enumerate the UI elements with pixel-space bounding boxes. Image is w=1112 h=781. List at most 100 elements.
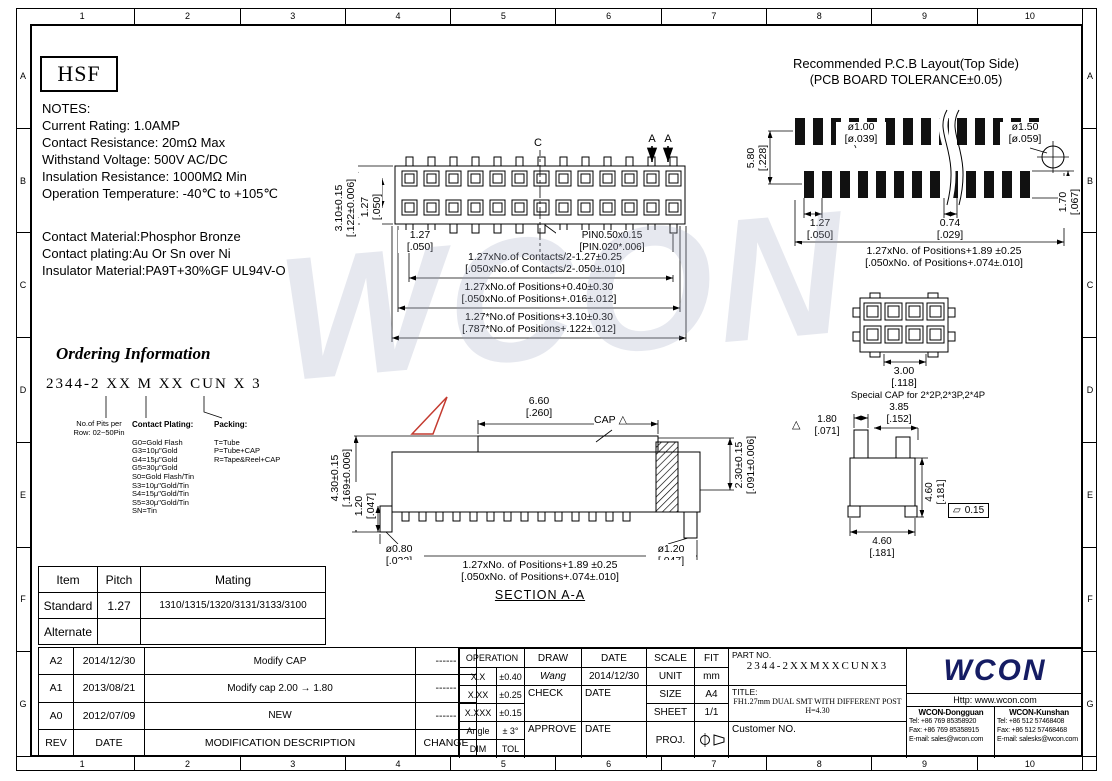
material-line: Contact Material:Phosphor Bronze: [42, 229, 241, 244]
part-no-label: PART NO.: [732, 650, 772, 660]
unit-label: UNIT: [646, 667, 694, 685]
revision-change: ------: [415, 646, 477, 676]
wcon-logo: WCON: [943, 654, 1047, 687]
draw-date: 2014/12/30: [581, 667, 646, 685]
sheet-label: SHEET: [646, 703, 694, 721]
fit-label: FIT: [694, 648, 728, 667]
tol-dim-4: Angle: [459, 721, 496, 739]
ruler-number: 4: [346, 8, 452, 24]
section-width-dim: 6.60 [.260]: [514, 395, 564, 419]
title-block: OPERATION X.X ±0.40 X.XX ±0.25 X.XXX ±0.…: [458, 647, 1083, 758]
mating-row: Alternate: [38, 618, 326, 645]
ruler-number: 1: [30, 757, 136, 771]
topview-positions-formula: 1.27xNo.of Positions+0.40±0.30 [.050xNo.…: [406, 281, 672, 305]
ruler-number: 5: [451, 8, 557, 24]
section-cap-height-dim: 2.30±0.15 [.091±0.006]: [733, 416, 758, 514]
operation-header: OPERATION: [459, 648, 524, 667]
side-view-drawing: [847, 414, 928, 536]
note-line: Withstand Voltage: 500V AC/DC: [42, 152, 228, 167]
ruler-number: 8: [767, 757, 873, 771]
revision-rev: A2: [38, 646, 74, 676]
section-title: SECTION A-A: [468, 589, 612, 602]
pcb-layout-title: Recommended P.C.B Layout(Top Side): [793, 56, 1019, 71]
material-line: Contact plating:Au Or Sn over Ni: [42, 246, 231, 261]
size-value: A4: [694, 685, 728, 703]
revision-header-rev: REV: [38, 728, 74, 758]
centerline-mark-c: C: [532, 137, 544, 150]
ruler-number: 7: [662, 8, 768, 24]
ruler-number: 2: [135, 757, 241, 771]
revision-triangle-icon: △: [618, 413, 628, 426]
office-fax: Fax: +86 512 57468468: [997, 727, 1067, 734]
sideview-width-dim: 3.85 [.152]: [876, 402, 922, 425]
office-tel: Tel: +86 512 57468408: [997, 718, 1065, 725]
revision-change: ------: [415, 701, 477, 730]
packing-option: T=Tube: [214, 437, 240, 447]
note-line: Current Rating: 1.0AMP: [42, 118, 181, 133]
plating-option: G0=Gold Flash: [132, 437, 183, 447]
packing-option: P=Tube+CAP: [214, 446, 260, 456]
tol-val-3: ±0.15: [496, 703, 524, 721]
revision-description: Modify cap 2.00 → 1.80: [144, 674, 416, 703]
ruler-number: 4: [346, 757, 452, 771]
mating-header-pitch: Pitch: [97, 566, 141, 593]
revision-header-desc: MODIFICATION DESCRIPTION: [144, 728, 416, 758]
projection-symbol-icon: [699, 733, 724, 747]
ruler-letter: A: [1083, 24, 1097, 129]
mating-pitch: [97, 618, 141, 645]
office-email: E-mail: salesks@wcon.com: [997, 736, 1078, 743]
hsf-logo: HSF: [40, 56, 118, 92]
ordering-pins-note: No.of Pits per Row: 02~50Pin: [73, 419, 125, 437]
topview-pitch-dim: 1.27 [.050]: [398, 229, 442, 253]
topview-contacts-formula: 1.27xNo.of Contacts/2-1.27±0.25 [.050xNo…: [414, 251, 676, 275]
date-label: DATE: [581, 648, 646, 667]
note-line: Contact Resistance: 20mΩ Max: [42, 135, 226, 150]
office-block: WCON-Kunshan Tel: +86 512 57468408 Fax: …: [994, 707, 1083, 758]
note-line: Operation Temperature: -40℃ to +105℃: [42, 186, 279, 201]
pcb-row-span-dim: 5.80 [.228]: [745, 130, 769, 186]
ruler-number: 3: [241, 8, 346, 24]
revision-row: A0 2012/07/09 NEW ------: [38, 701, 477, 730]
office-tel: Tel: +86 769 85358920: [909, 718, 977, 725]
ordering-part-code: 2344-2 XX M XX CUN X 3: [46, 376, 262, 392]
topview-height-dim: 3.10±0.15 [.122±0.006]: [333, 158, 358, 258]
pcb-height-dim: 1.70 [.067]: [1057, 176, 1081, 228]
section-height-dim: 4.30±0.15 [.169±0.006]: [329, 428, 354, 528]
mating-header-mating: Mating: [140, 566, 326, 593]
red-revision-mark: [410, 396, 448, 435]
mating-partners: 1310/1315/1320/3131/3133/3100: [140, 592, 326, 619]
sheet-value: 1/1: [694, 703, 728, 721]
flatness-value: 0.15: [964, 505, 985, 516]
ruler-letter: F: [1083, 548, 1097, 653]
office-fax: Fax: +86 769 85358915: [909, 727, 979, 734]
plating-option: S4=15μ"Gold/Tin: [132, 489, 189, 499]
ruler-letter: E: [1083, 443, 1097, 548]
tol-dim-1: X.X: [459, 667, 496, 685]
note-line: Insulation Resistance: 1000MΩ Min: [42, 169, 247, 184]
ruler-number: 1: [30, 8, 136, 24]
projection-symbol-cell: [694, 721, 728, 758]
mating-table: Item Pitch Mating Standard 1.27 1310/131…: [38, 566, 326, 645]
revision-date: 2013/08/21: [73, 674, 145, 703]
pcb-layout-drawing: [764, 107, 1074, 246]
plating-option: SN=Tin: [132, 506, 157, 516]
dim-column-label: DIM: [459, 739, 496, 758]
revision-header-change: CHANGE: [415, 728, 477, 758]
part-no-value: 2344-2XXMXXCUNX3: [746, 660, 889, 672]
ordering-title: Ordering Information: [56, 344, 211, 363]
revision-change: ------: [415, 674, 477, 703]
material-line: Insulator Material:PA9T+30%GF UL94V-O: [42, 263, 286, 278]
ruler-number: 6: [556, 8, 662, 24]
section-aa-drawing: [352, 396, 734, 560]
mating-item: Alternate: [38, 618, 98, 645]
section-base-dim: 1.20 [.047]: [353, 482, 377, 530]
ruler-letter: D: [1083, 338, 1097, 443]
tol-val-4: ± 3°: [496, 721, 524, 739]
sideview-height-dim: 4.60 [.181]: [924, 464, 947, 520]
ruler-letter: B: [1083, 129, 1097, 234]
tol-dim-3: X.XXX: [459, 703, 496, 721]
